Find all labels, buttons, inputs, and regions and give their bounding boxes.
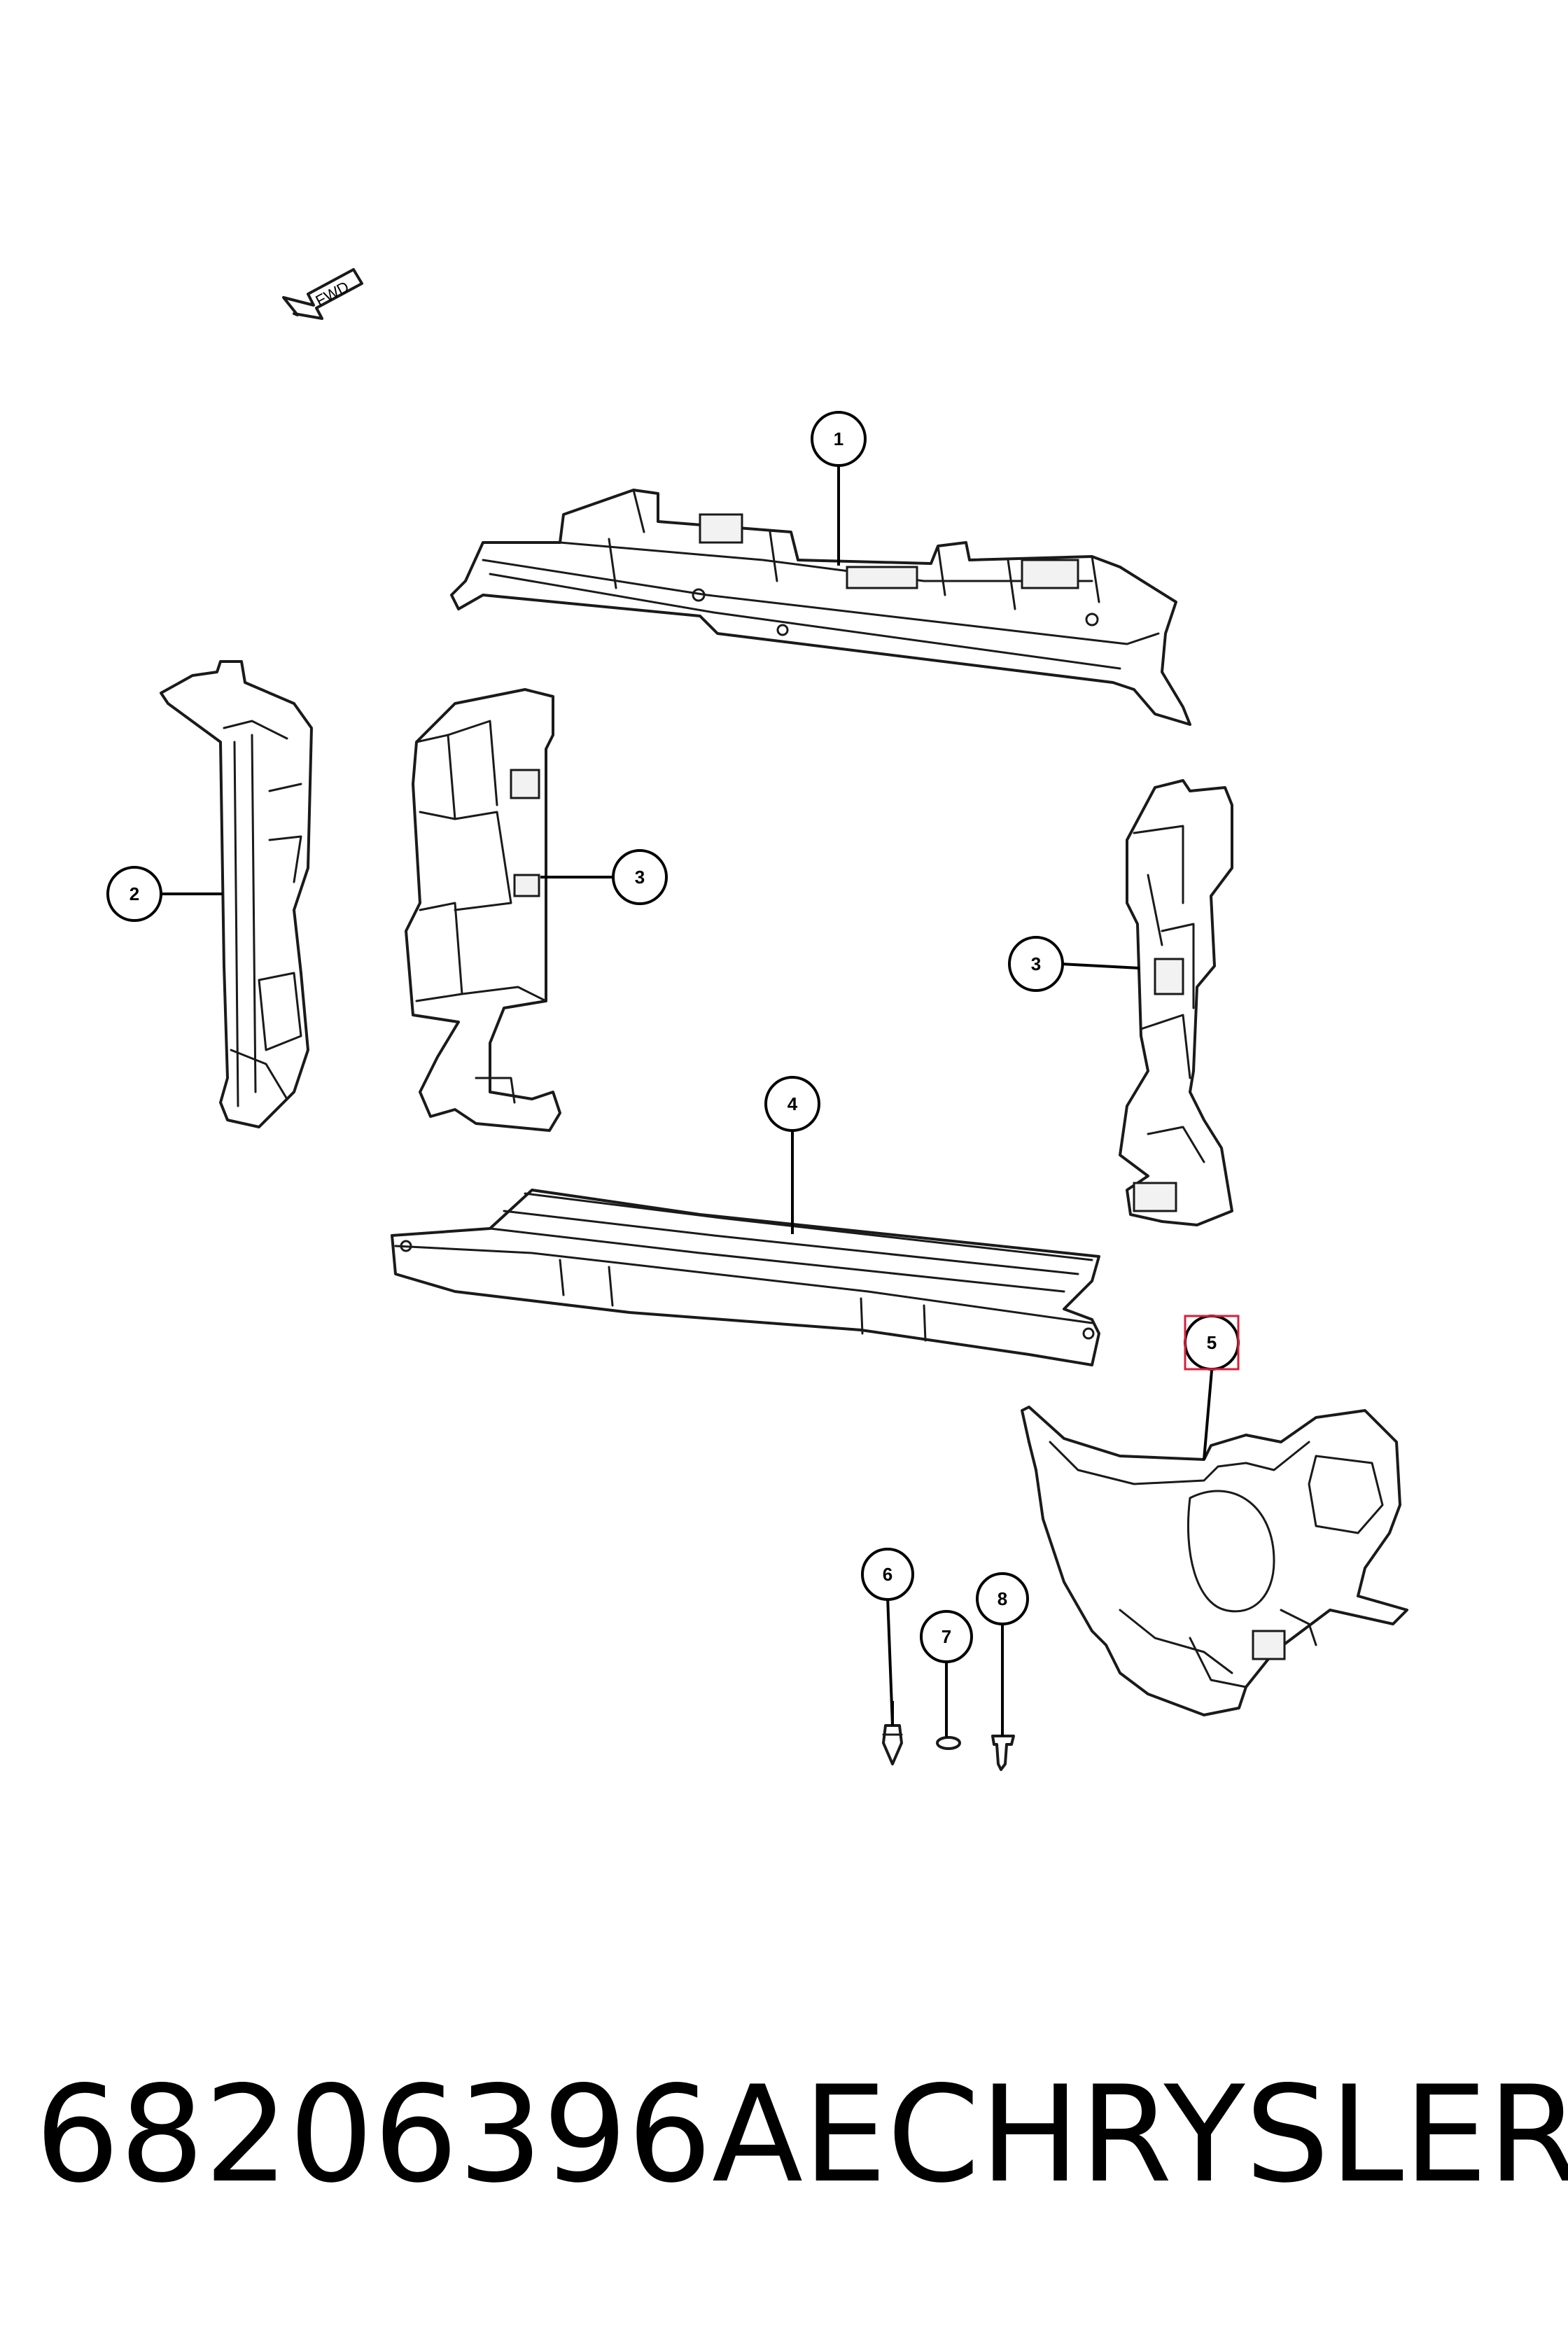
caption: 68206396AE CHRYSLER [35, 2051, 1568, 2219]
callout-6-label: 6 [883, 1564, 892, 1585]
right-air-deflector-part [1119, 779, 1233, 1226]
screw-part [991, 1735, 1015, 1771]
callout-1-label: 1 [834, 428, 844, 449]
fwd-arrow-icon: FWD [282, 268, 363, 320]
callout-3a[interactable]: 3 [612, 849, 668, 905]
callout-7[interactable]: 7 [920, 1610, 973, 1663]
callout-5-label: 5 [1207, 1332, 1217, 1353]
callout-4-label: 4 [788, 1093, 798, 1114]
callout-3a-label: 3 [635, 867, 645, 888]
brand-name: CHRYSLER [887, 2057, 1568, 2212]
callout-6[interactable]: 6 [861, 1548, 914, 1601]
left-air-deflector-part [405, 688, 561, 1132]
callout-4[interactable]: 4 [764, 1076, 820, 1132]
callout-8[interactable]: 8 [976, 1572, 1029, 1625]
left-air-seal-part [160, 660, 313, 1128]
callout-2[interactable]: 2 [106, 866, 162, 922]
washer-part [936, 1736, 961, 1750]
callout-7-label: 7 [941, 1626, 951, 1647]
callout-8-label: 8 [997, 1588, 1007, 1609]
callout-1[interactable]: 1 [811, 411, 867, 467]
callout-3b-label: 3 [1031, 953, 1041, 974]
part-number: 68206396AE [35, 2057, 888, 2212]
callout-3b[interactable]: 3 [1008, 936, 1064, 992]
leader-lines [161, 465, 1213, 1737]
callout-2-label: 2 [130, 883, 139, 904]
upper-crossmember-part [450, 489, 1191, 726]
callout-5[interactable]: 5 [1184, 1315, 1240, 1371]
lower-air-seal-part [1021, 1406, 1408, 1716]
lower-crossmember-part [391, 1189, 1100, 1366]
